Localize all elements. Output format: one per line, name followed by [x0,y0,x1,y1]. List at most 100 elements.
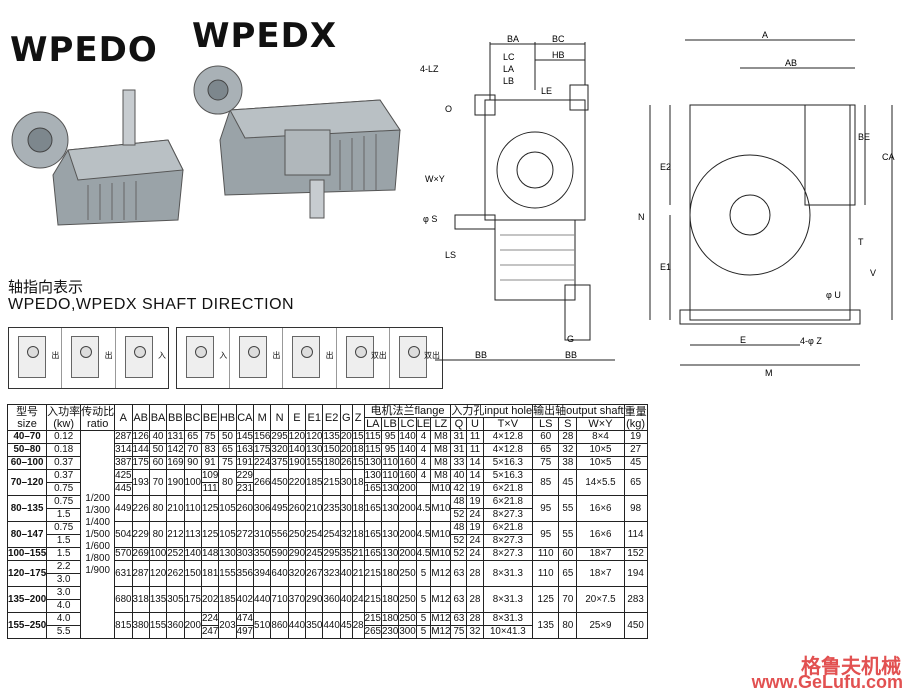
col-header: S [558,417,578,431]
cell-output: 20×7.5 [576,586,625,613]
dim-4-lz: 4-LZ [420,64,439,74]
shaft-dir-diagram: 入 [177,328,231,388]
table-row: 3.0 [8,573,648,587]
shaft-dir-diagram: 出 [62,328,116,388]
cell-dim: 125 [200,521,220,548]
cell-output: 14×5.5 [576,469,625,496]
cell-dim: 425 [114,469,133,483]
cell-flange: 215 [363,586,382,613]
cell-output: 55 [558,495,578,522]
cell-flange: 110 [380,469,400,483]
cell-dim: 710 [270,586,289,613]
cell-kw: 1.5 [46,547,82,561]
cell-dim: 175 [183,586,202,613]
cell-output: 110 [532,560,560,587]
cell-dim: 40 [339,560,353,587]
cell-flange: M8 [430,443,452,457]
shaft-dir-diagram: 双出 [390,328,442,388]
cell-flange: 200 [398,521,417,548]
cell-flange: 300 [398,625,417,639]
cell-dim: 440 [253,586,272,613]
cell-dim: 254 [322,521,341,548]
cell-dim: 145 [235,430,255,444]
dim-bb: BB [475,350,487,360]
cell-input: 10×41.3 [482,625,534,639]
cell-input: 8×31.3 [482,586,534,613]
cell-input: 52 [450,508,468,522]
cell-dim: 150 [183,560,202,587]
dim-bc: BC [552,34,565,44]
cell-flange [415,482,432,496]
cell-dim: 202 [200,586,220,613]
dim-hb: HB [552,50,565,60]
dim-lc: LC [503,52,515,62]
cell-input: 33 [450,456,468,470]
watermark-url: www.GeLufu.com [751,672,903,692]
cell-dim: 290 [287,547,307,561]
cell-flange: 200 [398,547,417,561]
cell-dim: 144 [131,443,150,457]
cell-weight: 194 [623,560,648,587]
cell-input: 6×21.8 [482,495,534,509]
cell-input: 11 [466,443,484,457]
cell-dim: 306 [253,495,272,522]
cell-kw: 1.5 [46,534,82,548]
cell-flange: 200 [398,495,417,522]
cell-dim: 287 [114,430,133,444]
dim-o: O [445,104,452,114]
cell-dim: 109 [200,469,220,483]
cell-input: 19 [466,521,484,535]
cell-dim: 815 [114,612,133,639]
cell-input: 28 [466,612,484,626]
dim-4-phi-z: 4-φ Z [800,336,822,346]
cell-dim: 30 [339,495,353,522]
cell-output: 95 [532,521,560,548]
col-header: A [114,404,133,431]
cell-kw: 3.0 [46,586,82,600]
cell-kw: 0.37 [46,456,82,470]
cell-flange: 4 [415,443,432,457]
col-header: LS [532,417,560,431]
cell-weight: 65 [623,469,648,496]
cell-flange: 165 [363,482,382,496]
cell-size: 80–135 [6,495,48,522]
cell-kw: 1.5 [46,508,82,522]
cell-input: 28 [466,586,484,613]
cell-input: 5×16.3 [482,469,534,483]
cell-kw: 3.0 [46,573,82,587]
shaft-direction-group-wpedx: 入 出 出 双出 双出 [176,327,443,389]
cell-flange: 140 [398,430,417,444]
cell-flange: 5 [415,625,432,639]
cell-kw: 0.18 [46,443,82,457]
col-header: N [270,404,289,431]
cell-flange: 4.5 [415,521,432,548]
cell-dim: 212 [166,521,185,548]
cell-flange: 4.5 [415,547,432,561]
title-wpedx: WPEDX [192,16,338,56]
dim-m: M [765,368,773,378]
cell-dim: 130 [305,443,324,457]
cell-dim: 190 [287,456,307,470]
cell-dim: 40 [148,430,168,444]
side-view-drawing: BA BC HB 4-LZ LC LA LB LE O W×Y φ S LS B… [420,34,615,361]
col-header: LZ [430,417,452,431]
cell-dim: 80 [148,495,168,522]
cell-dim: 200 [183,612,202,639]
cell-dim: 150 [322,443,341,457]
cell-dim: 185 [305,469,324,496]
cell-output: 60 [558,547,578,561]
cell-size: 155–250 [6,612,48,639]
cell-flange: M12 [430,560,452,587]
cell-dim: 226 [131,495,150,522]
cell-dim: 15 [351,430,365,444]
cell-flange: 4 [415,469,432,483]
cell-flange: 95 [380,430,400,444]
col-header-flange: 电机法兰flange [363,404,452,418]
dim-le: LE [541,86,552,96]
cell-output: 70 [558,586,578,613]
cell-dim: 269 [131,547,150,561]
